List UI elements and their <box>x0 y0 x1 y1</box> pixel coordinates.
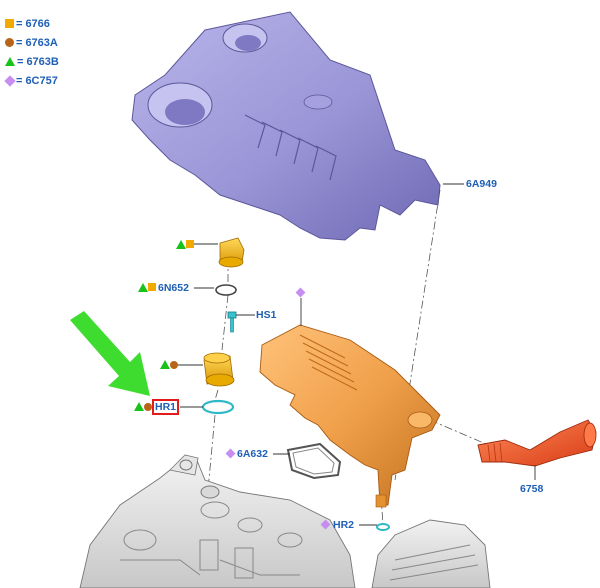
alternator-part <box>371 519 491 588</box>
separator-gasket-part <box>286 442 342 480</box>
oil-separator-part <box>259 324 441 508</box>
legend-separator: = <box>17 55 24 68</box>
callout-breather-hose: 6758 <box>520 483 544 495</box>
breather-hose-part <box>477 419 597 467</box>
legend-separator: = <box>16 36 23 49</box>
bottom-oring-part <box>376 523 390 531</box>
callout-lower-oring: HR1 <box>152 399 180 415</box>
legend-item-6c757: = 6C757 <box>4 71 59 90</box>
legend-separator: = <box>16 17 23 30</box>
callout-leaders <box>178 183 536 526</box>
legend-label: 6766 <box>25 17 50 30</box>
engine-block-part <box>79 454 356 588</box>
breather-oring-part <box>215 284 237 296</box>
legend-item-6766: = 6766 <box>4 14 59 33</box>
legend-label: 6763B <box>26 55 59 68</box>
part-markers <box>134 240 331 530</box>
green-arrow-icon <box>70 311 150 396</box>
callout-screw: HS1 <box>256 309 277 321</box>
callout-bottom-oring: HR2 <box>333 519 355 531</box>
green-triangle-icon <box>5 57 15 66</box>
legend-separator: = <box>16 74 23 87</box>
lower-oring-part <box>201 399 235 415</box>
screw-part <box>227 311 237 333</box>
brown-circle-icon <box>5 38 14 47</box>
legend-label: 6763A <box>25 36 58 49</box>
legend-item-6763b: = 6763B <box>4 52 59 71</box>
engine-cover-part <box>131 11 441 241</box>
orange-square-icon <box>5 19 14 28</box>
callout-engine-cover: 6A949 <box>466 178 497 190</box>
legend-label: 6C757 <box>25 74 58 87</box>
callout-oil-separator-seal: 6A632 <box>237 448 268 460</box>
oil-filler-cap-upper <box>218 237 245 268</box>
oil-filler-neck <box>203 352 235 387</box>
legend-item-6763a: = 6763A <box>4 33 59 52</box>
symbol-legend: = 6766 = 6763A = 6763B = 6C757 <box>4 14 59 90</box>
callout-breather-oring: 6N652 <box>158 282 189 294</box>
